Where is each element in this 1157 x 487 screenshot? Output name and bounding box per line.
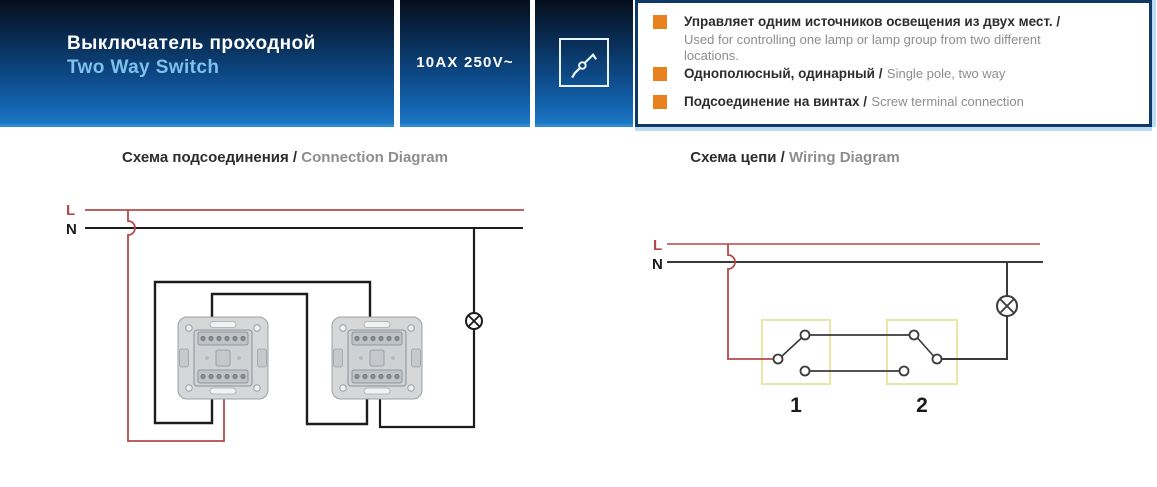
live-label: L xyxy=(653,237,662,254)
switch1-symbol xyxy=(772,329,811,377)
feature-text-ru: Однополюсный, одинарный / xyxy=(684,66,883,81)
feature-text-en: Used for controlling one lamp or lamp gr… xyxy=(684,32,1041,63)
switch-mechanism-2 xyxy=(331,316,423,400)
live-label: L xyxy=(66,202,75,219)
product-title-en: Two Way Switch xyxy=(67,57,220,78)
switch2-number-label: 2 xyxy=(916,394,928,417)
lamp-branch-wire xyxy=(378,228,476,429)
lamp-branch-wire xyxy=(941,262,1008,360)
feature-text-en: Screw terminal connection xyxy=(871,94,1024,109)
neutral-label: N xyxy=(66,221,77,238)
wiring-diagram-title: Схема цепи / Wiring Diagram xyxy=(645,149,945,166)
connection-diagram-title: Схема подсоединения / Connection Diagram xyxy=(55,149,515,166)
bullet-square-icon xyxy=(653,15,667,29)
header-rating-block: 10AX 250V~ xyxy=(400,0,530,127)
live-feed-wire xyxy=(727,244,773,360)
features-panel: Управляет одним источников освещения из … xyxy=(635,0,1152,127)
wiring-diagram-title-ru: Схема цепи / xyxy=(690,149,785,166)
connection-diagram: L N xyxy=(66,202,524,442)
feature-row: Однополюсный, одинарный / Single pole, t… xyxy=(653,65,1005,83)
feature-text-en: Single pole, two way xyxy=(886,66,1006,81)
feature-text-ru: Подсоединение на винтах / xyxy=(684,94,867,109)
lamp-icon xyxy=(996,295,1018,317)
live-feed-wire xyxy=(127,210,225,442)
feature-text-ru: Управляет одним источников освещения из … xyxy=(684,14,1061,29)
bullet-square-icon xyxy=(653,67,667,81)
wiring-diagram: L N 1 2 xyxy=(652,237,1043,417)
header-title-block: Выключатель проходной Two Way Switch xyxy=(0,0,394,127)
connection-diagram-title-en: Connection Diagram xyxy=(301,149,448,166)
bullet-square-icon xyxy=(653,95,667,109)
connection-diagram-title-ru: Схема подсоединения / xyxy=(122,149,298,166)
switch2-symbol xyxy=(898,329,943,377)
switch2-box xyxy=(886,319,958,385)
switch1-number-label: 1 xyxy=(790,394,802,417)
neutral-label: N xyxy=(652,256,663,273)
feature-row: Подсоединение на винтах / Screw terminal… xyxy=(653,93,1024,111)
switch1-box xyxy=(761,319,831,385)
product-title-ru: Выключатель проходной xyxy=(67,33,316,54)
black-wire-inner xyxy=(210,292,369,426)
switch-mechanism-1 xyxy=(177,316,269,400)
two-way-switch-symbol-icon xyxy=(559,37,609,87)
rating-text: 10AX 250V~ xyxy=(416,53,514,71)
wiring-diagram-title-en: Wiring Diagram xyxy=(789,149,900,166)
lamp-icon xyxy=(465,312,483,330)
feature-row: Управляет одним источников освещения из … xyxy=(653,13,1084,64)
black-wire-outer xyxy=(153,280,372,425)
header-icon-block xyxy=(535,0,633,127)
